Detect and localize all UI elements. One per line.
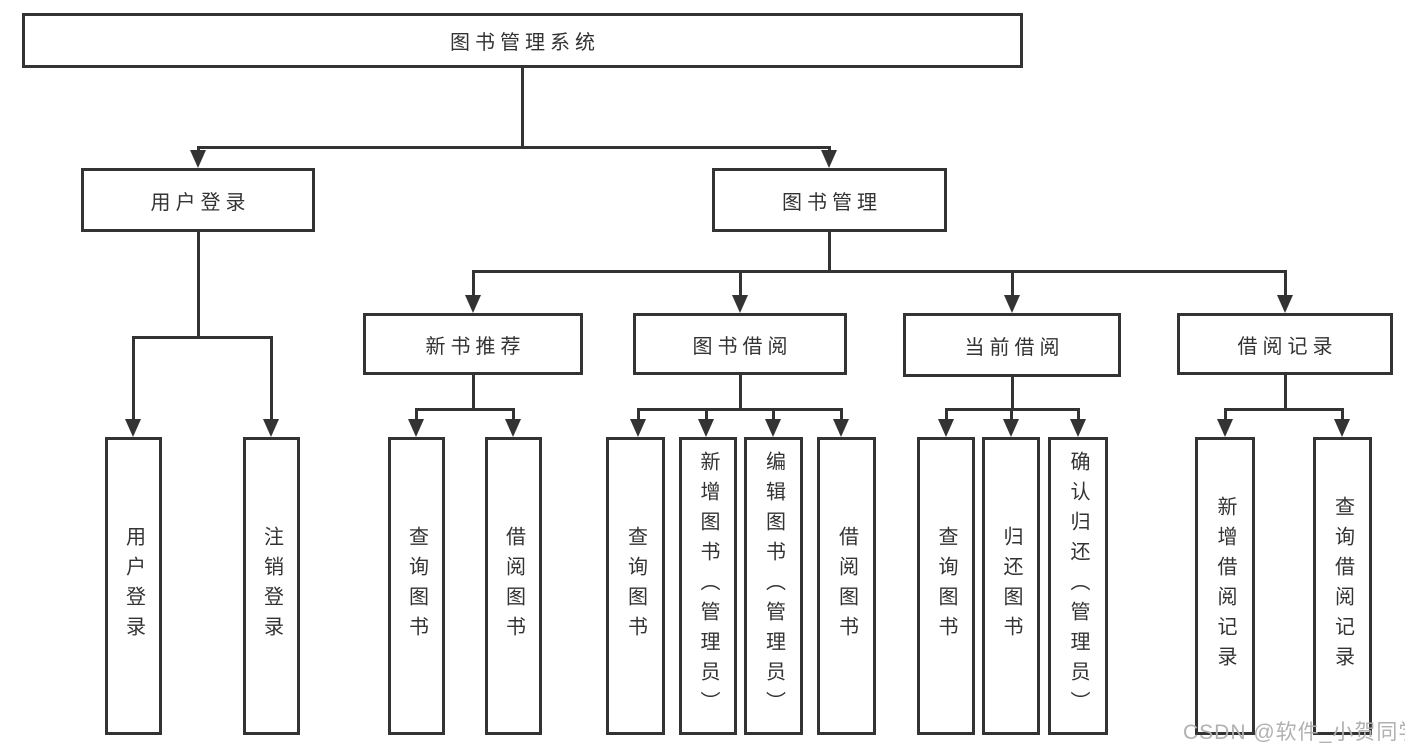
connector-drop-line	[1011, 270, 1014, 303]
arrowhead-down-icon	[465, 295, 481, 313]
leaf-edit-book-admin: 编辑图书（管理员）	[744, 437, 803, 735]
node-label: 注销登录	[260, 526, 283, 646]
node-label: 当前借阅	[964, 336, 1065, 359]
node-label: 借阅图书	[502, 526, 525, 646]
leaf-user-login: 用户登录	[105, 437, 162, 735]
leaf-query-book-1: 查询图书	[388, 437, 445, 735]
node-label: 用户登录	[150, 191, 251, 214]
node-user-login: 用户登录	[81, 168, 315, 232]
node-label: 图书借阅	[692, 335, 793, 358]
watermark: CSDN @软件_小贺同学	[1183, 721, 1405, 744]
connector-drop-line	[772, 408, 775, 427]
connector-drop-line	[945, 408, 948, 427]
connector-trunk-line	[472, 375, 475, 411]
node-label: 查询借阅记录	[1331, 496, 1354, 676]
connector-trunk-line	[521, 68, 524, 149]
leaf-query-book-2: 查询图书	[606, 437, 665, 735]
arrowhead-down-icon	[765, 419, 781, 437]
node-current-borrow: 当前借阅	[903, 313, 1121, 377]
connector-drop-line	[705, 408, 708, 427]
leaf-query-borrow-record: 查询借阅记录	[1313, 437, 1372, 735]
arrowhead-down-icon	[938, 419, 954, 437]
leaf-query-book-3: 查询图书	[917, 437, 975, 735]
connector-drop-line	[270, 336, 273, 427]
arrowhead-down-icon	[263, 419, 279, 437]
node-label: 确认归还（管理员）	[1067, 451, 1089, 721]
leaf-add-borrow-record: 新增借阅记录	[1195, 437, 1255, 735]
arrowhead-down-icon	[408, 419, 424, 437]
arrowhead-down-icon	[732, 295, 748, 313]
connector-bar-line	[415, 408, 515, 411]
arrowhead-down-icon	[505, 419, 521, 437]
leaf-confirm-return-admin: 确认归还（管理员）	[1048, 437, 1108, 735]
node-label: 新增借阅记录	[1214, 496, 1236, 676]
arrowhead-down-icon	[1070, 419, 1086, 437]
connector-drop-line	[739, 270, 742, 303]
arrowhead-down-icon	[821, 150, 837, 168]
arrowhead-down-icon	[1277, 295, 1293, 313]
node-new-book-recommend: 新书推荐	[363, 313, 583, 375]
leaf-add-book-admin: 新增图书（管理员）	[679, 437, 737, 735]
arrowhead-down-icon	[833, 419, 849, 437]
connector-trunk-line	[1011, 377, 1014, 411]
connector-drop-line	[637, 408, 640, 427]
connector-drop-line	[415, 408, 418, 427]
node-label: 图书管理	[782, 191, 882, 214]
arrowhead-down-icon	[630, 419, 646, 437]
leaf-borrow-book-2: 借阅图书	[817, 437, 876, 735]
connector-drop-line	[840, 408, 843, 427]
connector-drop-line	[1341, 408, 1344, 427]
node-label: 编辑图书（管理员）	[762, 451, 785, 721]
connector-trunk-line	[197, 232, 200, 339]
node-label: 归还图书	[1000, 526, 1022, 646]
arrowhead-down-icon	[125, 419, 141, 437]
leaf-borrow-book-1: 借阅图书	[485, 437, 542, 735]
node-book-borrow: 图书借阅	[633, 313, 847, 375]
connector-drop-line	[1284, 270, 1287, 303]
connector-drop-line	[1224, 408, 1227, 427]
connector-drop-line	[512, 408, 515, 427]
connector-bar-line	[197, 146, 831, 149]
arrowhead-down-icon	[1003, 419, 1019, 437]
connector-trunk-line	[828, 232, 831, 273]
connector-drop-line	[1077, 408, 1080, 427]
connector-bar-line	[472, 270, 1287, 273]
node-root: 图书管理系统	[22, 13, 1023, 68]
node-label: 查询图书	[624, 526, 647, 646]
arrowhead-down-icon	[1004, 295, 1020, 313]
connector-bar-line	[1224, 408, 1344, 411]
node-label: 用户登录	[122, 526, 145, 646]
node-label: 借阅图书	[835, 526, 858, 646]
leaf-logout: 注销登录	[243, 437, 300, 735]
node-label: 借阅记录	[1237, 335, 1338, 358]
node-label: 新书推荐	[425, 335, 526, 358]
connector-bar-line	[637, 408, 843, 411]
node-label: 查询图书	[405, 526, 428, 646]
arrowhead-down-icon	[190, 150, 206, 168]
node-borrow-record: 借阅记录	[1177, 313, 1393, 375]
connector-trunk-line	[739, 375, 742, 411]
node-label: 新增图书（管理员）	[697, 451, 719, 721]
node-book-management: 图书管理	[712, 168, 947, 232]
connector-drop-line	[472, 270, 475, 303]
node-label: 查询图书	[935, 526, 957, 646]
arrowhead-down-icon	[1217, 419, 1233, 437]
node-label: 图书管理系统	[450, 32, 600, 54]
connector-drop-line	[1010, 408, 1013, 427]
arrowhead-down-icon	[698, 419, 714, 437]
connector-drop-line	[132, 336, 135, 427]
leaf-return-book: 归还图书	[982, 437, 1040, 735]
connector-bar-line	[132, 336, 273, 339]
connector-trunk-line	[1284, 375, 1287, 411]
arrowhead-down-icon	[1334, 419, 1350, 437]
